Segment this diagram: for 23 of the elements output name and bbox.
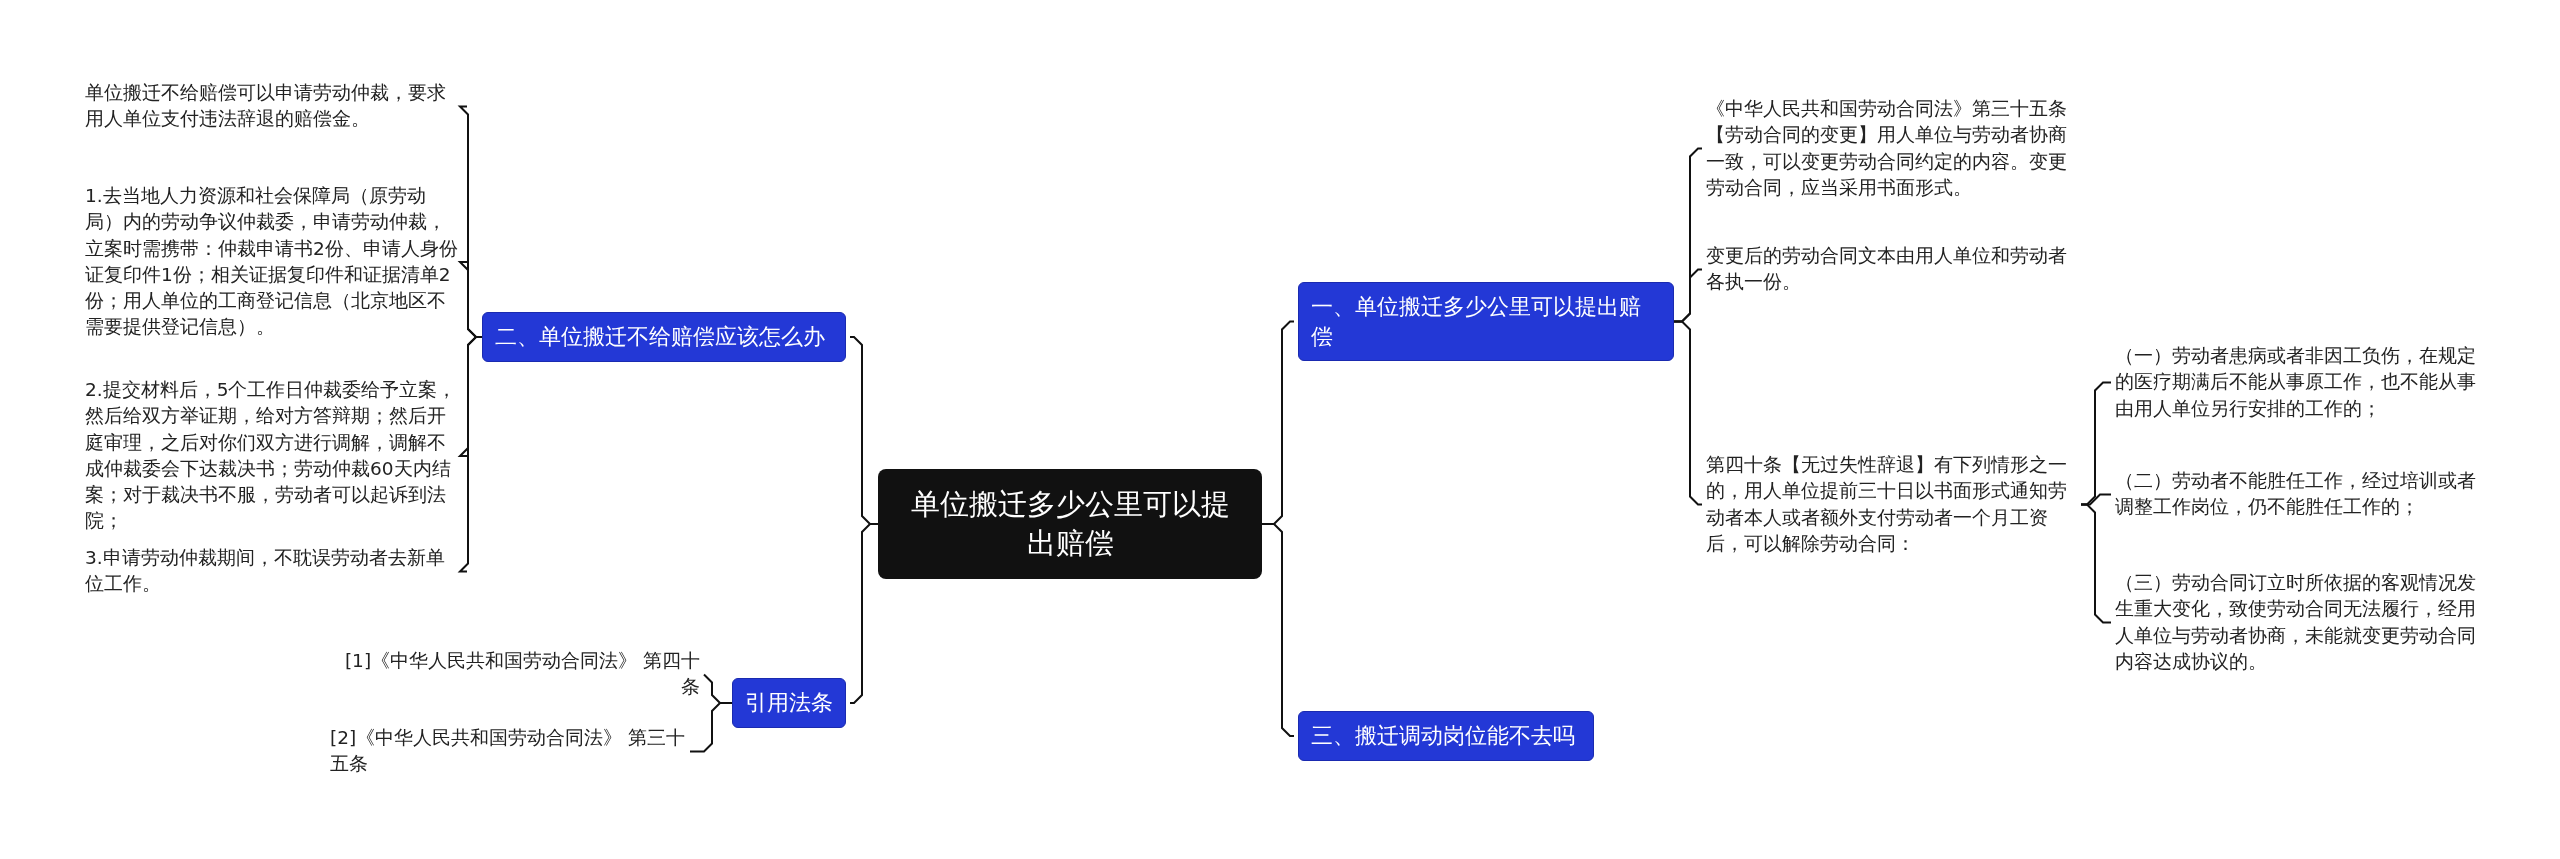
branch-topic-box: 二、单位搬迁不给赔偿应该怎么办 (482, 312, 846, 362)
connector-line (849, 523, 879, 704)
note-text: （一）劳动者患病或者非因工负伤，在规定的医疗期满后不能从事原工作，也不能从事由用人单位另行安排的工作的； (2115, 343, 2485, 422)
note-text: （二）劳动者不能胜任工作，经过培训或者调整工作岗位，仍不能胜任工作的； (2115, 468, 2485, 521)
connector-line (689, 702, 733, 753)
connector-line (1673, 320, 1703, 506)
note-text: [2]《中华人民共和国劳动合同法》 第三十五条 (330, 725, 686, 778)
note-text: （三）劳动合同订立时所依据的客观情况发生重大变化，致使劳动合同无法履行，经用人单位与劳动者协商，未能就变更劳动合同内容达成协议的。 (2115, 570, 2485, 676)
branch-topic-box: 引用法条 (732, 678, 846, 728)
note-text: 第四十条【无过失性辞退】有下列情形之一的，用人单位提前三十日以书面形式通知劳动者本人或者额外支付劳动者一个月工资后，可以解除劳动合同： (1706, 452, 2081, 558)
note-text: [1]《中华人民共和国劳动合同法》 第四十条 (330, 648, 700, 701)
branch-topic-box: 三、搬迁调动岗位能不去吗 (1298, 711, 1594, 761)
connector-line (2080, 503, 2112, 624)
note-text: 3.申请劳动仲裁期间，不耽误劳动者去新单位工作。 (85, 545, 463, 598)
note-text: 变更后的劳动合同文本由用人单位和劳动者各执一份。 (1706, 243, 2081, 296)
note-text: 单位搬迁不给赔偿可以申请劳动仲裁，要求用人单位支付违法辞退的赔偿金。 (85, 80, 463, 133)
central-topic-box: 单位搬迁多少公里可以提出赔偿 (878, 469, 1262, 579)
note-text: 1.去当地人力资源和社会保障局（原劳动局）内的劳动争议仲裁委，申请劳动仲裁，立案时需携带：仲裁申请书2份、申请人身份证复印件1份；相关证据复印件和证据清单2份；用人单位的工商登记信息（北京地区不需要提供登记信息）。 (85, 183, 463, 341)
note-text: 2.提交材料后，5个工作日仲裁委给予立案，然后给双方举证期，给对方答辩期；然后开庭审理，之后对你们双方进行调解，调解不成仲裁委会下达裁决书；劳动仲裁60天内结案；对于裁决书不服，劳动者可以起诉到法院； (85, 377, 463, 535)
note-text: 《中华人民共和国劳动合同法》第三十五条【劳动合同的变更】用人单位与劳动者协商一致，可以变更劳动合同约定的内容。变更劳动合同，应当采用书面形式。 (1706, 96, 2081, 202)
connector-line (1261, 523, 1295, 737)
connector-line (457, 336, 483, 573)
branch-topic-box: 一、单位搬迁多少公里可以提出赔偿 (1298, 282, 1674, 362)
